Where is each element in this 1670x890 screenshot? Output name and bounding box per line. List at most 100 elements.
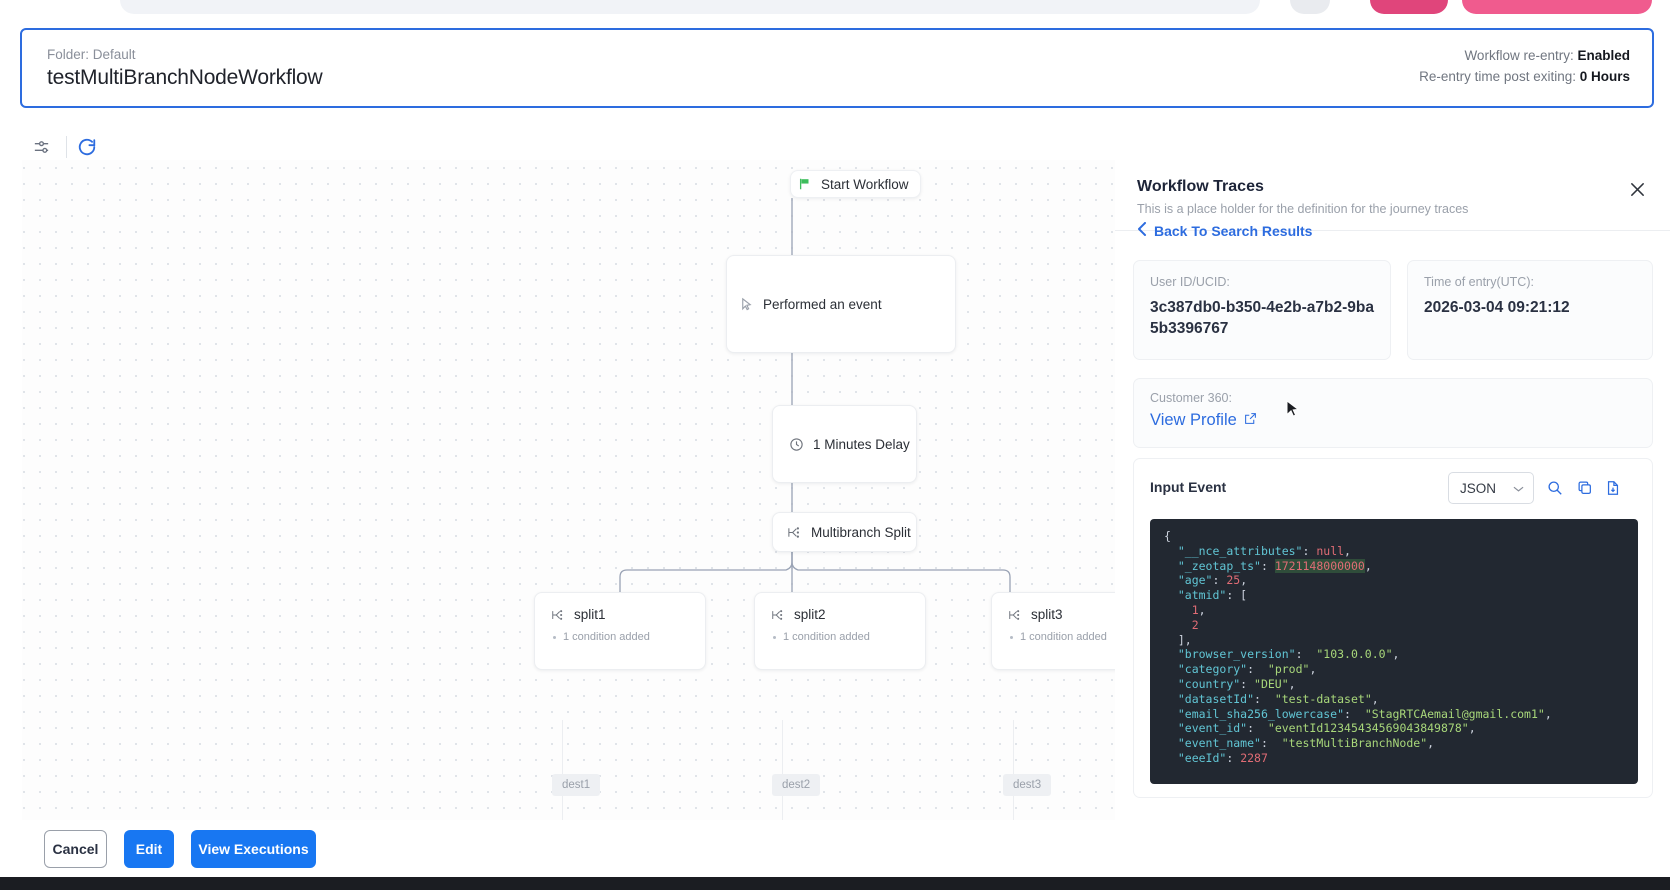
format-select[interactable]: JSON bbox=[1448, 472, 1534, 504]
dest-chip-3[interactable]: dest3 bbox=[1003, 774, 1052, 796]
green-flag-icon bbox=[798, 177, 812, 191]
browser-chrome-sliver bbox=[0, 0, 1670, 18]
code-line: "event_name": "testMultiBranchNode", bbox=[1177, 736, 1435, 751]
code-line: "email_sha256_lowercase": "StagRTCAemail… bbox=[1177, 706, 1552, 721]
chrome-urlbar-partial bbox=[120, 0, 1260, 14]
code-line: "datasetId": "test-dataset", bbox=[1177, 691, 1379, 706]
node-branch-split3[interactable]: split3 1 condition added bbox=[991, 592, 1115, 670]
workflow-header-card: Folder: Default testMultiBranchNodeWorkf… bbox=[20, 28, 1654, 108]
page-title: testMultiBranchNodeWorkflow bbox=[47, 66, 323, 89]
view-profile-link[interactable]: View Profile bbox=[1150, 411, 1257, 430]
format-select-value: JSON bbox=[1460, 480, 1497, 496]
branch-lane-2 bbox=[782, 720, 783, 820]
refresh-icon[interactable] bbox=[72, 132, 102, 162]
code-line: "event_id": "eventId12345434569043849878… bbox=[1177, 721, 1476, 736]
user-id-card: User ID/UCID: 3c387db0-b350-4e2b-a7b2-9b… bbox=[1133, 260, 1391, 360]
panel-header: Workflow Traces This is a place holder f… bbox=[1115, 160, 1670, 231]
node-start-label: Start Workflow bbox=[821, 176, 909, 192]
branch-condition-text: 1 condition added bbox=[1010, 631, 1115, 643]
node-performed-an-event[interactable]: Performed an event bbox=[726, 255, 956, 353]
branch-lane-1 bbox=[562, 720, 563, 820]
branch-label: split2 bbox=[794, 607, 826, 622]
code-line: "browser_version": "103.0.0.0", bbox=[1177, 647, 1400, 662]
branch-split-icon bbox=[1008, 608, 1022, 622]
node-event-label: Performed an event bbox=[763, 296, 882, 312]
copy-icon[interactable] bbox=[1574, 477, 1596, 499]
branch-split-icon bbox=[787, 525, 802, 540]
node-delay[interactable]: 1 Minutes Delay bbox=[772, 405, 917, 483]
cancel-button[interactable]: Cancel bbox=[44, 830, 107, 868]
time-label: Time of entry(UTC): bbox=[1424, 275, 1534, 289]
canvas-left-gutter bbox=[0, 160, 22, 820]
cursor-click-icon bbox=[739, 297, 754, 312]
reentry-time-label: Re-entry time post exiting: bbox=[1419, 69, 1576, 84]
code-line: "eeeId": 2287 bbox=[1177, 750, 1268, 765]
input-event-code-block[interactable]: { "__nce_attributes": null, "_zeotap_ts"… bbox=[1150, 519, 1638, 784]
code-line: "atmid": [ bbox=[1177, 588, 1248, 603]
view-profile-label: View Profile bbox=[1150, 411, 1237, 429]
reentry-time-row: Re-entry time post exiting: 0 Hours bbox=[1419, 66, 1630, 87]
code-line: "country": "DEU", bbox=[1177, 676, 1296, 691]
download-file-icon[interactable] bbox=[1602, 477, 1624, 499]
input-event-header: Input Event JSON bbox=[1134, 459, 1652, 519]
edit-button[interactable]: Edit bbox=[124, 830, 174, 868]
node-branch-split2[interactable]: split2 1 condition added bbox=[754, 592, 926, 670]
customer-360-label: Customer 360: bbox=[1150, 391, 1232, 405]
branch-condition-text: 1 condition added bbox=[553, 631, 705, 643]
code-line: { bbox=[1164, 529, 1171, 543]
input-event-card: Input Event JSON { "__nce_attributes bbox=[1133, 458, 1653, 798]
workflow-traces-panel: Workflow Traces This is a place holder f… bbox=[1115, 160, 1670, 820]
back-to-search-results-link[interactable]: Back To Search Results bbox=[1137, 222, 1312, 239]
dest-chip-2[interactable]: dest2 bbox=[772, 774, 821, 796]
code-line: 1, bbox=[1191, 602, 1206, 617]
branch-condition-text: 1 condition added bbox=[773, 631, 925, 643]
user-id-value: 3c387db0-b350-4e2b-a7b2-9ba5b3396767 bbox=[1150, 299, 1375, 337]
reentry-label: Workflow re-entry: bbox=[1464, 48, 1574, 63]
clock-icon bbox=[789, 437, 804, 452]
reentry-time-value: 0 Hours bbox=[1579, 69, 1630, 84]
chevron-left-icon bbox=[1137, 222, 1147, 239]
branch-lane-3 bbox=[1013, 720, 1014, 820]
time-value: 2026-03-04 09:21:12 bbox=[1424, 299, 1570, 316]
search-icon[interactable] bbox=[1544, 477, 1566, 499]
reentry-row: Workflow re-entry: Enabled bbox=[1419, 45, 1630, 66]
user-id-label: User ID/UCID: bbox=[1150, 275, 1230, 289]
view-executions-button[interactable]: View Executions bbox=[191, 830, 316, 868]
code-line: "age": 25, bbox=[1177, 573, 1248, 588]
time-of-entry-card: Time of entry(UTC): 2026-03-04 09:21:12 bbox=[1407, 260, 1653, 360]
node-delay-label: 1 Minutes Delay bbox=[813, 436, 910, 452]
settings-sliders-icon[interactable] bbox=[26, 132, 56, 162]
code-line: "_zeotap_ts": 1721148000000, bbox=[1177, 558, 1372, 573]
input-event-title: Input Event bbox=[1150, 479, 1227, 495]
folder-label: Folder: Default bbox=[47, 47, 136, 62]
branch-header-row: split2 bbox=[755, 593, 925, 622]
branch-header-row: split1 bbox=[535, 593, 705, 622]
code-line: "__nce_attributes": null, bbox=[1177, 543, 1351, 558]
node-multibranch-split[interactable]: Multibranch Split bbox=[772, 512, 917, 552]
workflow-reentry-info: Workflow re-entry: Enabled Re-entry time… bbox=[1419, 45, 1630, 87]
customer-360-card: Customer 360: View Profile bbox=[1133, 378, 1653, 448]
branch-label: split3 bbox=[1031, 607, 1063, 622]
code-line: 2 bbox=[1191, 617, 1199, 632]
bottom-bar bbox=[0, 877, 1670, 890]
close-icon[interactable] bbox=[1624, 176, 1650, 202]
chevron-down-icon bbox=[1513, 481, 1524, 496]
reentry-value: Enabled bbox=[1577, 48, 1630, 63]
workflow-canvas[interactable]: Start Workflow Performed an event 1 Minu… bbox=[0, 160, 1115, 820]
trace-info-grid: User ID/UCID: 3c387db0-b350-4e2b-a7b2-9b… bbox=[1133, 260, 1653, 360]
code-line: "category": "prod", bbox=[1177, 662, 1317, 677]
panel-title: Workflow Traces bbox=[1137, 178, 1264, 195]
dest-chip-1[interactable]: dest1 bbox=[552, 774, 601, 796]
canvas-toolbar bbox=[22, 128, 142, 168]
branch-label: split1 bbox=[574, 607, 606, 622]
node-split-label: Multibranch Split bbox=[811, 524, 911, 540]
node-branch-split1[interactable]: split1 1 condition added bbox=[534, 592, 706, 670]
chrome-badge-partial bbox=[1370, 0, 1448, 14]
toolbar-divider bbox=[66, 136, 67, 158]
branch-split-icon bbox=[551, 608, 565, 622]
node-start-workflow[interactable]: Start Workflow bbox=[790, 170, 921, 198]
external-link-icon bbox=[1244, 411, 1257, 430]
branch-header-row: split3 bbox=[992, 593, 1115, 622]
chrome-action-partial bbox=[1462, 0, 1652, 14]
